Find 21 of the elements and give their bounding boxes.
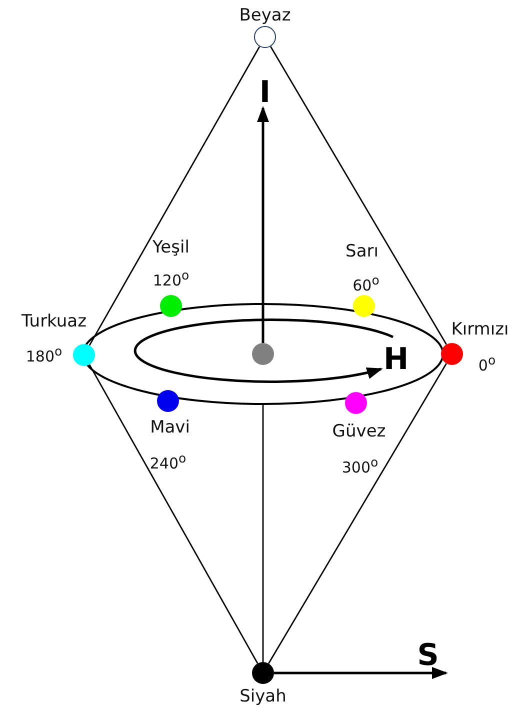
cone-edge-line xyxy=(268,363,447,664)
angle-label: 0$^{o}$ xyxy=(478,354,496,374)
angle-label: 180$^{o}$ xyxy=(26,346,62,364)
intensity-axis-label: I xyxy=(259,78,271,108)
color-name: Beyaz xyxy=(239,8,291,24)
color-name: Yeşil xyxy=(152,240,190,256)
saturation-axis-label: S xyxy=(417,641,439,671)
angle-label: 240$^{o}$ xyxy=(150,452,186,472)
color-name: Siyah xyxy=(240,688,286,706)
color-name: Turkuaz xyxy=(22,314,86,330)
color-name: Kırmızı xyxy=(451,322,509,338)
hue-axis-label: H xyxy=(383,345,409,375)
color-name: Güvez xyxy=(332,424,386,440)
color-name: Sarı xyxy=(346,244,378,260)
angle-label: 60$^{o}$ xyxy=(352,274,380,294)
cone-edge-line xyxy=(88,46,260,346)
cone-edge-line xyxy=(88,364,258,664)
angle-label: 120$^{o}$ xyxy=(152,270,190,288)
angle-label: 300$^{o}$ xyxy=(342,456,378,476)
cone-edge-line xyxy=(270,46,448,345)
color-name: Mavi xyxy=(150,420,190,436)
